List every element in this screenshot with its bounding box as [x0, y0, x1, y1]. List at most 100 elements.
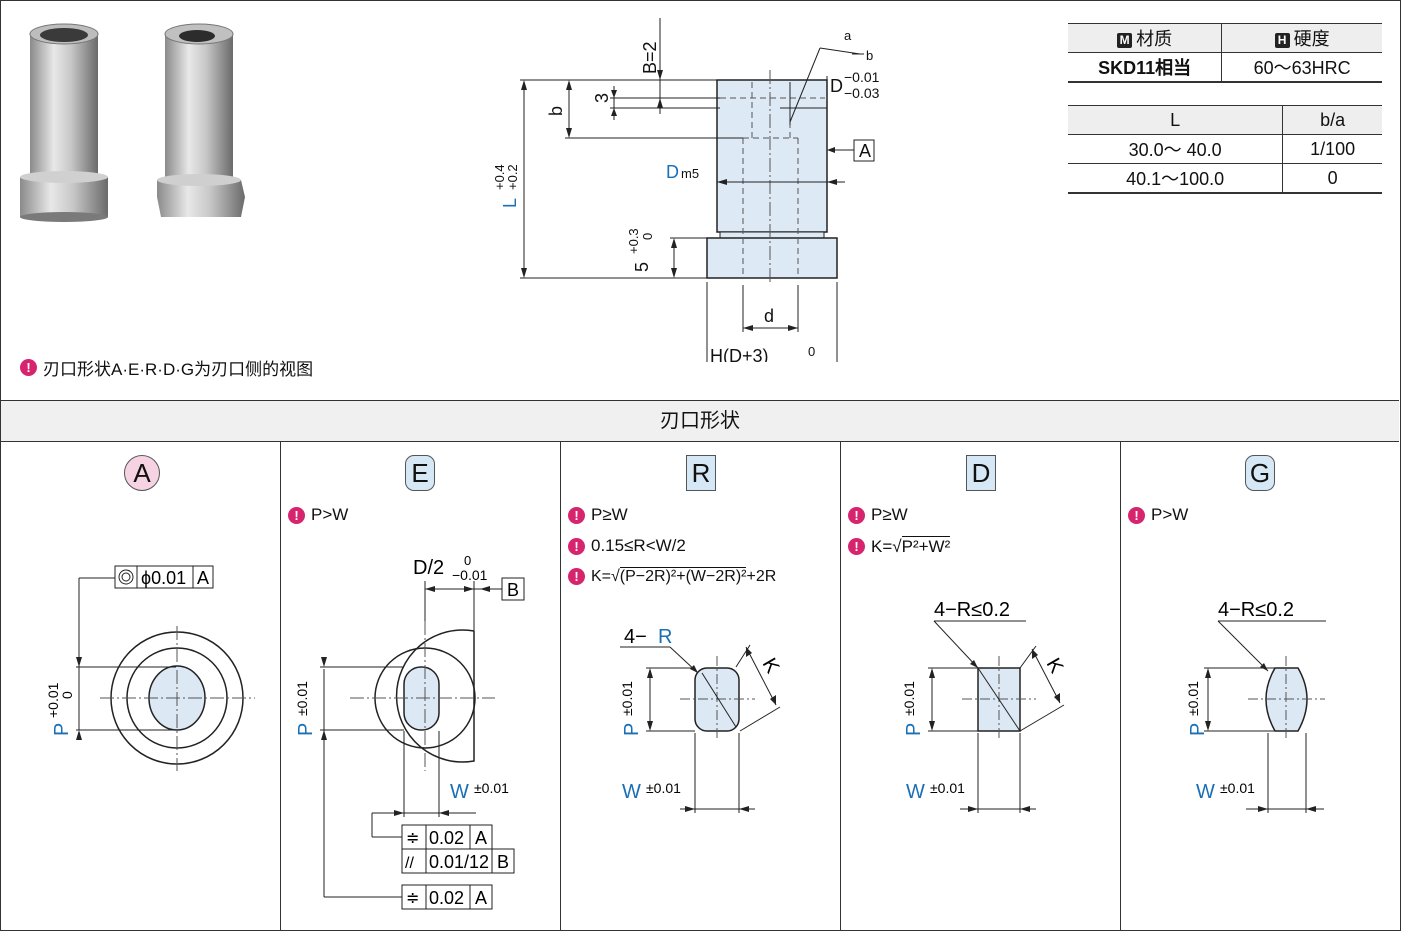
b-small-label: b: [866, 48, 873, 63]
pin-icon: !: [288, 506, 305, 524]
dm5-label: D: [666, 162, 679, 182]
w-tol: ±0.01: [930, 780, 965, 796]
h-tol: 0: [808, 344, 815, 359]
d-tol-top: −0.01: [844, 69, 880, 85]
material-badge: M: [1117, 33, 1133, 48]
note-text: 刃口形状A·E·R·D·G为刃口侧的视图: [43, 360, 314, 379]
ba-table: L b/a 30.0～ 40.0 1/100 40.1～100.0 0: [1068, 105, 1382, 194]
ba-row-l: 30.0～ 40.0: [1068, 134, 1283, 164]
shape-e-drawing: D/2 0 −0.01 B P ±0.01 W ±0.01 ≑ 0.02 A /…: [294, 553, 525, 910]
cond-prefix: K=: [591, 567, 612, 585]
a-label: a: [844, 28, 852, 43]
w-label: W: [1196, 781, 1215, 803]
shape-column-r: R !P≥W !0.15≤R<W/2 !K=√(P−2R)²+(W−2R)²+2…: [560, 441, 841, 930]
dm5-sub: m5: [681, 166, 699, 181]
d-small-label: d: [764, 306, 774, 326]
cond-text: 0.15≤R<W/2: [591, 536, 686, 555]
w-tol: ±0.01: [646, 780, 681, 796]
hardness-badge: H: [1274, 33, 1290, 48]
p-label: P: [903, 723, 925, 736]
p-label: P: [295, 723, 317, 736]
cond-text: P>W: [1151, 505, 1189, 524]
pin-icon: !: [568, 568, 585, 585]
p-tol-top: +0.01: [45, 682, 61, 718]
fcf1-value: 0.02: [429, 828, 464, 848]
shape-letter-d: D: [966, 455, 996, 491]
fcf2-datum: B: [497, 852, 509, 872]
d-tol-bottom: −0.03: [844, 85, 880, 101]
p-label: P: [621, 723, 643, 736]
h-label: H(D+3): [710, 346, 769, 362]
l-tol-top: +0.4: [492, 164, 507, 190]
material-header: 材质: [1136, 29, 1173, 49]
w-label: W: [450, 781, 469, 803]
three-label: 3: [592, 93, 612, 103]
fcf3-value: 0.02: [429, 888, 464, 908]
pin-icon: !: [20, 359, 37, 376]
punch-guide-photo-keyed: [157, 23, 245, 217]
five-label: 5: [632, 262, 652, 272]
cond-2: ! 0.15≤R<W/2: [568, 536, 686, 556]
fcf1-symbol: ≑: [406, 830, 419, 847]
cond-sqrt: P²+W²: [901, 536, 951, 556]
d-tol-letter: D: [830, 76, 843, 96]
fcf3-datum: A: [475, 888, 487, 908]
fcf2-symbol: //: [405, 855, 414, 872]
shape-r-drawing: 4− R K P ±0.01 W ±0.01: [619, 626, 784, 813]
l-tol-bottom: +0.2: [505, 164, 520, 190]
p-tol: ±0.01: [1185, 681, 1201, 716]
cond-2: !K=√P²+W²: [848, 536, 951, 557]
hardness-header: 硬度: [1293, 29, 1330, 49]
w-tol: ±0.01: [1220, 780, 1255, 796]
b-dim-label: b: [546, 106, 566, 116]
pin-icon: !: [848, 538, 865, 555]
fcf-value: ϕ0.01: [141, 568, 186, 588]
d2-tol-top: 0: [464, 553, 471, 568]
shape-letter-a: A: [124, 455, 160, 491]
five-tol-top: +0.3: [626, 228, 641, 254]
l-label: L: [500, 198, 520, 208]
cond-3: !K=√(P−2R)²+(W−2R)²+2R: [568, 567, 776, 586]
shape-d-drawing: 4−R≤0.2 K P ±0.01 W ±0.01: [901, 599, 1068, 813]
l-header: L: [1068, 105, 1283, 135]
shape-g-drawing: 4−R≤0.2 P ±0.01 W ±0.01: [1185, 599, 1326, 813]
fcf-datum: A: [197, 568, 209, 588]
r-label: 4−R≤0.2: [1218, 599, 1294, 621]
r-label: 4−R≤0.2: [934, 599, 1010, 621]
cond-1: ! P≥W: [848, 505, 908, 525]
d2-tol-bottom: −0.01: [452, 567, 488, 583]
section-title: 刃口形状: [1, 400, 1399, 442]
cond-1: !P≥W: [568, 505, 628, 525]
ba-row-l: 40.1～100.0: [1068, 163, 1283, 194]
punch-guide-photo-round: [20, 23, 108, 222]
datum-b: B: [507, 580, 519, 600]
ba-header: b/a: [1282, 105, 1382, 135]
hardness-value: 60～63HRC: [1221, 52, 1382, 83]
shape-letter-e: E: [405, 455, 435, 491]
five-tol-bottom: 0: [640, 233, 655, 240]
shape-letter-r: R: [686, 455, 716, 491]
shape-column-e: E ! P>W: [280, 441, 561, 930]
r-label: 4−: [624, 626, 647, 648]
sqrt-icon: √: [611, 567, 620, 585]
shape-column-d: D !P≥W !K=√P²+W² 4−R≤0.2 K: [840, 441, 1121, 930]
cond-text: P>W: [311, 505, 349, 524]
p-tol: ±0.01: [619, 681, 635, 716]
shape-letter-g: G: [1245, 455, 1275, 491]
cond-1: ! P>W: [288, 505, 348, 525]
pin-icon: !: [848, 506, 865, 524]
cond-suffix: +2R: [746, 567, 777, 585]
ba-row-value: 0: [1282, 163, 1382, 194]
p-tol: ±0.01: [901, 681, 917, 716]
p-label: P: [1187, 723, 1209, 736]
shape-a-drawing: ϕ0.01 A P +0.01 0: [45, 565, 255, 771]
p-tol: ±0.01: [294, 681, 310, 716]
pin-icon: !: [568, 537, 585, 555]
cond-text: P≥W: [871, 505, 908, 524]
sqrt-icon: √: [892, 536, 902, 556]
shape-column-g: G !P>W 4−R≤0.2 P ±0.01 W ±0.01: [1120, 441, 1399, 930]
datum-a-box: A: [859, 141, 871, 161]
